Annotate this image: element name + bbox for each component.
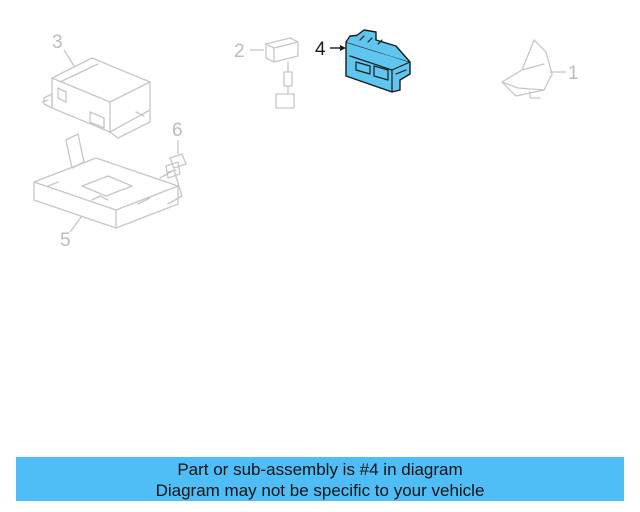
part-5-bracket [33, 133, 183, 229]
callout-6: 6 [172, 120, 183, 141]
lead-4-arrowhead [340, 45, 346, 51]
part-4-module-highlighted[interactable] [345, 29, 411, 93]
callout-5: 5 [60, 230, 71, 251]
banner-line-1: Part or sub-assembly is #4 in diagram [177, 460, 463, 479]
part-2-harness [265, 37, 299, 109]
banner-line-2: Diagram may not be specific to your vehi… [155, 481, 485, 500]
info-banner: Part or sub-assembly is #4 in diagram Di… [16, 457, 624, 501]
part-1-antenna [501, 39, 553, 99]
callout-3: 3 [52, 32, 63, 53]
callout-1: 1 [568, 63, 579, 84]
lead-5 [69, 215, 83, 233]
callout-2: 2 [234, 41, 245, 62]
callout-4: 4 [315, 39, 326, 60]
part-6-bolt [165, 153, 187, 179]
lead-3 [63, 49, 75, 67]
part-3-module [41, 57, 151, 139]
